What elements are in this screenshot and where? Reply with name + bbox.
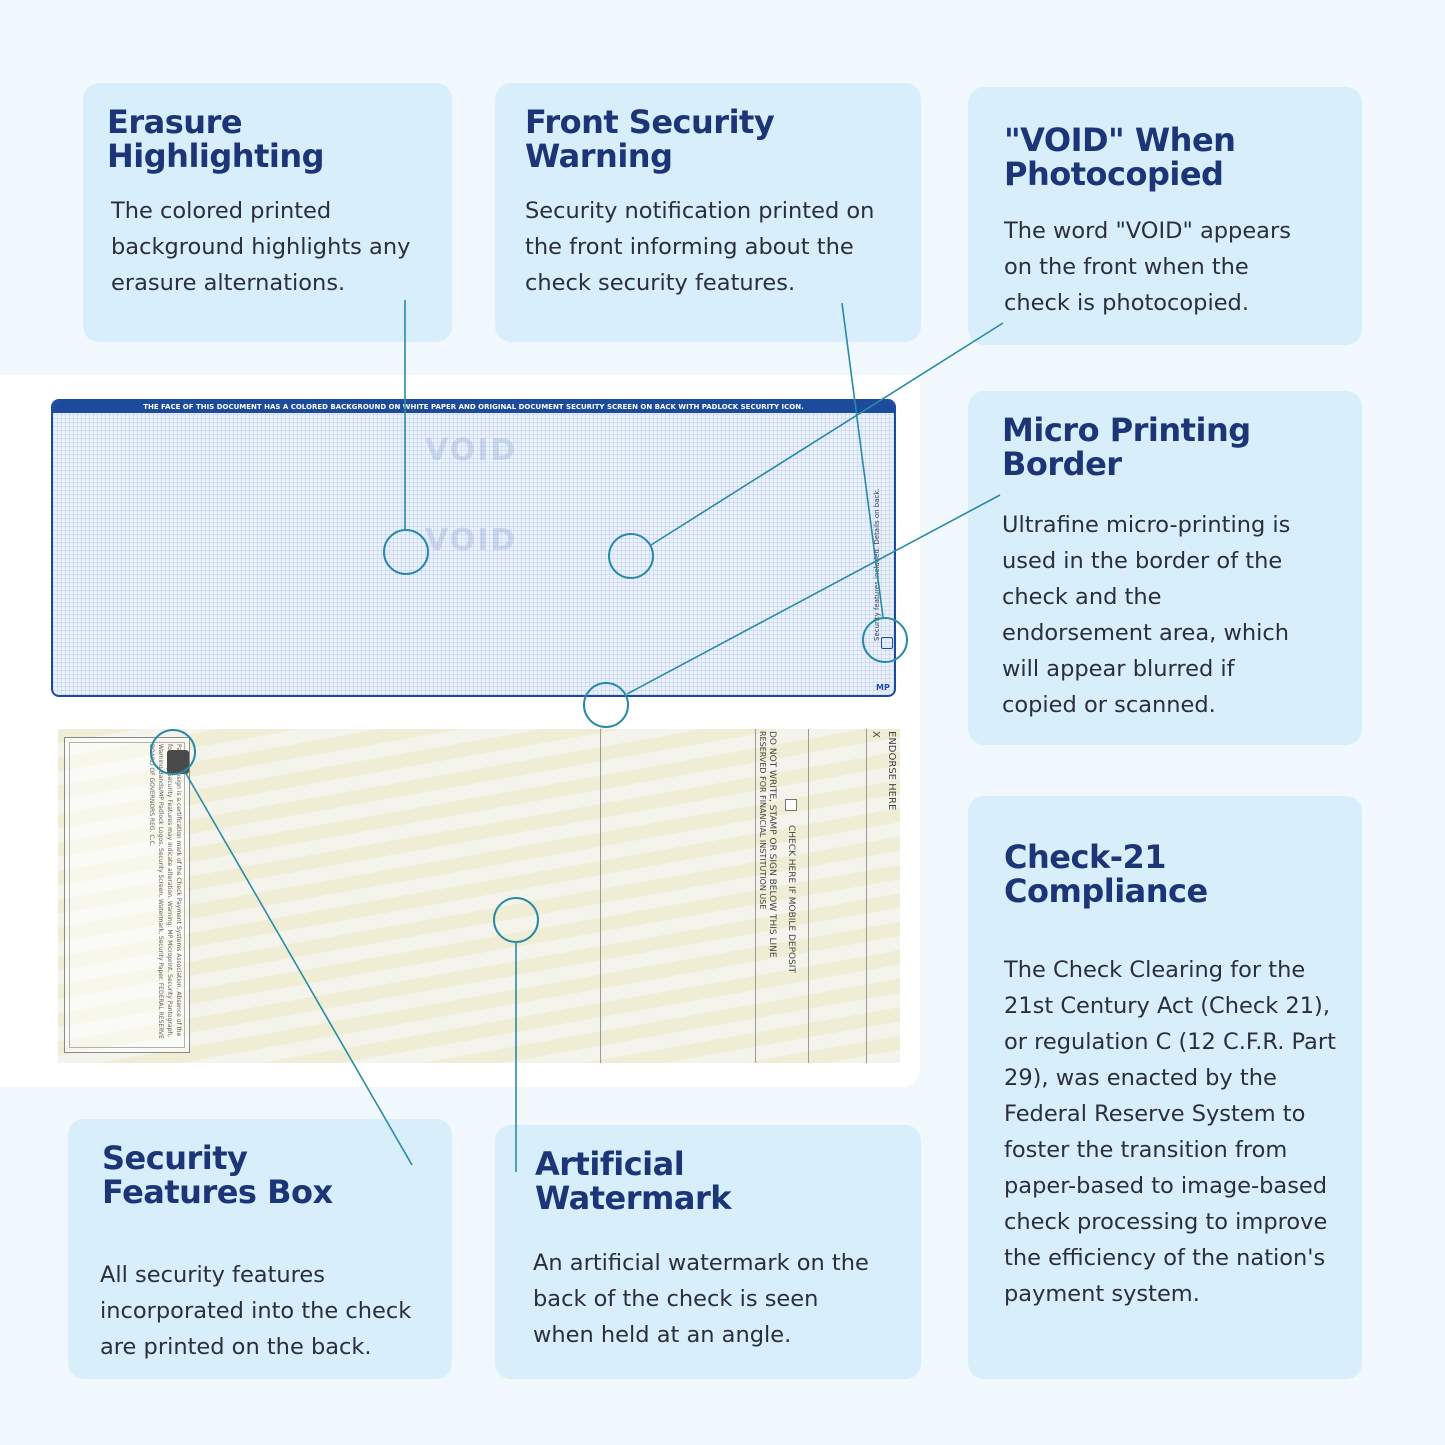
front-warning-body: Security notification printed on the fro…: [525, 198, 875, 296]
front-warning-title-line1: Front Security: [525, 103, 775, 141]
mp-mark: MP: [876, 683, 890, 692]
micro-printing-callout-circle: [583, 682, 629, 728]
check21-body: The Check Clearing for the 21st Century …: [1004, 957, 1336, 1307]
void-title-line2: Photocopied: [1004, 155, 1224, 193]
front-security-banner: THE FACE OF THIS DOCUMENT HAS A COLORED …: [53, 401, 894, 413]
void-pantograph-1: VOID: [425, 433, 518, 468]
micro-title-line2: Border: [1002, 445, 1122, 483]
reserved-text: RESERVED FOR FINANCIAL INSTITUTION USE: [758, 731, 767, 910]
endorse-here-text: ENDORSE HERE: [886, 731, 897, 811]
endorsement-line-1: [755, 729, 756, 1063]
check21-title-line2: Compliance: [1004, 872, 1208, 910]
micro-body: Ultrafine micro-printing is used in the …: [1002, 512, 1291, 718]
watermark-title-line2: Watermark: [535, 1179, 732, 1217]
do-not-write-text: DO NOT WRITE, STAMP OR SIGN BELOW THIS L…: [767, 731, 777, 958]
void-pantograph-2: VOID: [425, 523, 518, 558]
micro-title-line1: Micro Printing: [1002, 411, 1251, 449]
erasure-highlighting-card: Erasure Highlighting The colored printed…: [83, 83, 452, 342]
security-box-callout-circle: [150, 729, 196, 775]
micro-printing-border-card: Micro Printing Border Ultrafine micro-pr…: [968, 391, 1362, 745]
erasure-title-line2: Highlighting: [107, 137, 325, 175]
void-title-line1: "VOID" When: [1004, 121, 1236, 159]
security-box-text: Padlock design is a certification mark o…: [148, 744, 182, 1039]
watermark-title-line1: Artificial: [535, 1145, 685, 1183]
void-body: The word "VOID" appears on the front whe…: [1004, 218, 1291, 316]
front-warning-callout-circle: [862, 617, 908, 663]
erasure-body: The colored printed background highlight…: [111, 198, 411, 296]
check21-title-line1: Check-21: [1004, 838, 1167, 876]
security-features-box-card: Security Features Box All security featu…: [68, 1119, 452, 1379]
void-photocopied-card: "VOID" When Photocopied The word "VOID" …: [968, 87, 1362, 345]
check21-compliance-card: Check-21 Compliance The Check Clearing f…: [968, 796, 1362, 1379]
endorsement-line-2: [808, 729, 809, 1063]
back-divider-line: [600, 729, 601, 1063]
check-back: Padlock design is a certification mark o…: [58, 729, 900, 1063]
check-front: THE FACE OF THIS DOCUMENT HAS A COLORED …: [51, 399, 896, 697]
sec-box-body: All security features incorporated into …: [100, 1262, 412, 1360]
endorsement-line-3: [866, 729, 867, 1063]
mobile-deposit-text: CHECK HERE IF MOBILE DEPOSIT: [786, 825, 796, 973]
mobile-deposit-checkbox: [785, 799, 797, 811]
void-callout-circle: [608, 533, 654, 579]
endorse-x: X: [870, 731, 881, 738]
security-features-box: Padlock design is a certification mark o…: [64, 737, 190, 1053]
artificial-watermark-card: Artificial Watermark An artificial water…: [495, 1125, 921, 1379]
front-security-warning-card: Front Security Warning Security notifica…: [495, 83, 921, 342]
watermark-body: An artificial watermark on the back of t…: [533, 1250, 869, 1348]
erasure-title-line1: Erasure: [107, 103, 243, 141]
erasure-callout-circle: [383, 529, 429, 575]
sec-box-title-line2: Features Box: [102, 1173, 333, 1211]
watermark-callout-circle: [493, 897, 539, 943]
sec-box-title-line1: Security: [102, 1139, 248, 1177]
front-warning-title-line2: Warning: [525, 137, 673, 175]
